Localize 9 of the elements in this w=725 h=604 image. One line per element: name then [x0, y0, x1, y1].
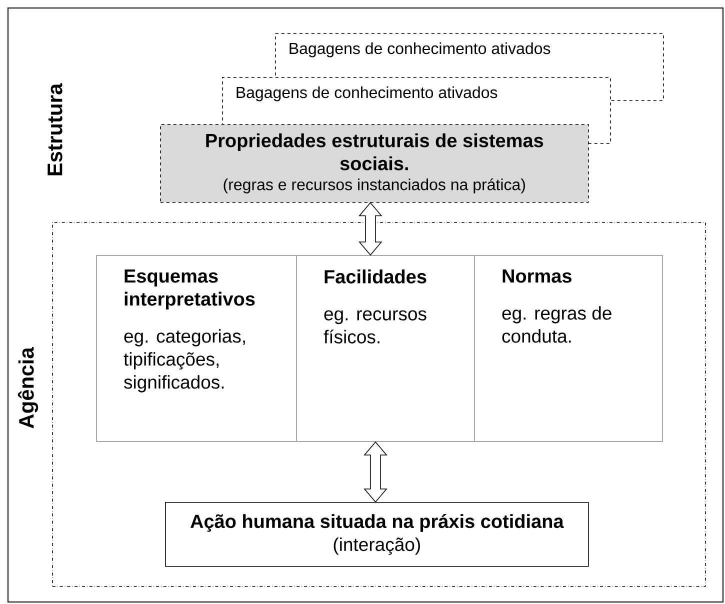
table-cell: Facilidades eg. recursos físicos. [296, 255, 475, 442]
table-cell: Esquemas interpretativos eg. categorias, tipificações, significados. [96, 255, 297, 442]
agency-region [52, 222, 706, 587]
double-arrow [358, 202, 382, 256]
table-cell: Normas eg. regras de conduta. [474, 255, 663, 442]
side-label: Agência [18, 347, 38, 428]
structure-box: Propriedades estruturais de sistemas sociais. (regras e recursos instanciados na prática) [160, 124, 589, 203]
action-box: Ação humana situada na práxis cotidiana (interação) [165, 502, 589, 567]
side-label: Estrutura [48, 83, 62, 176]
